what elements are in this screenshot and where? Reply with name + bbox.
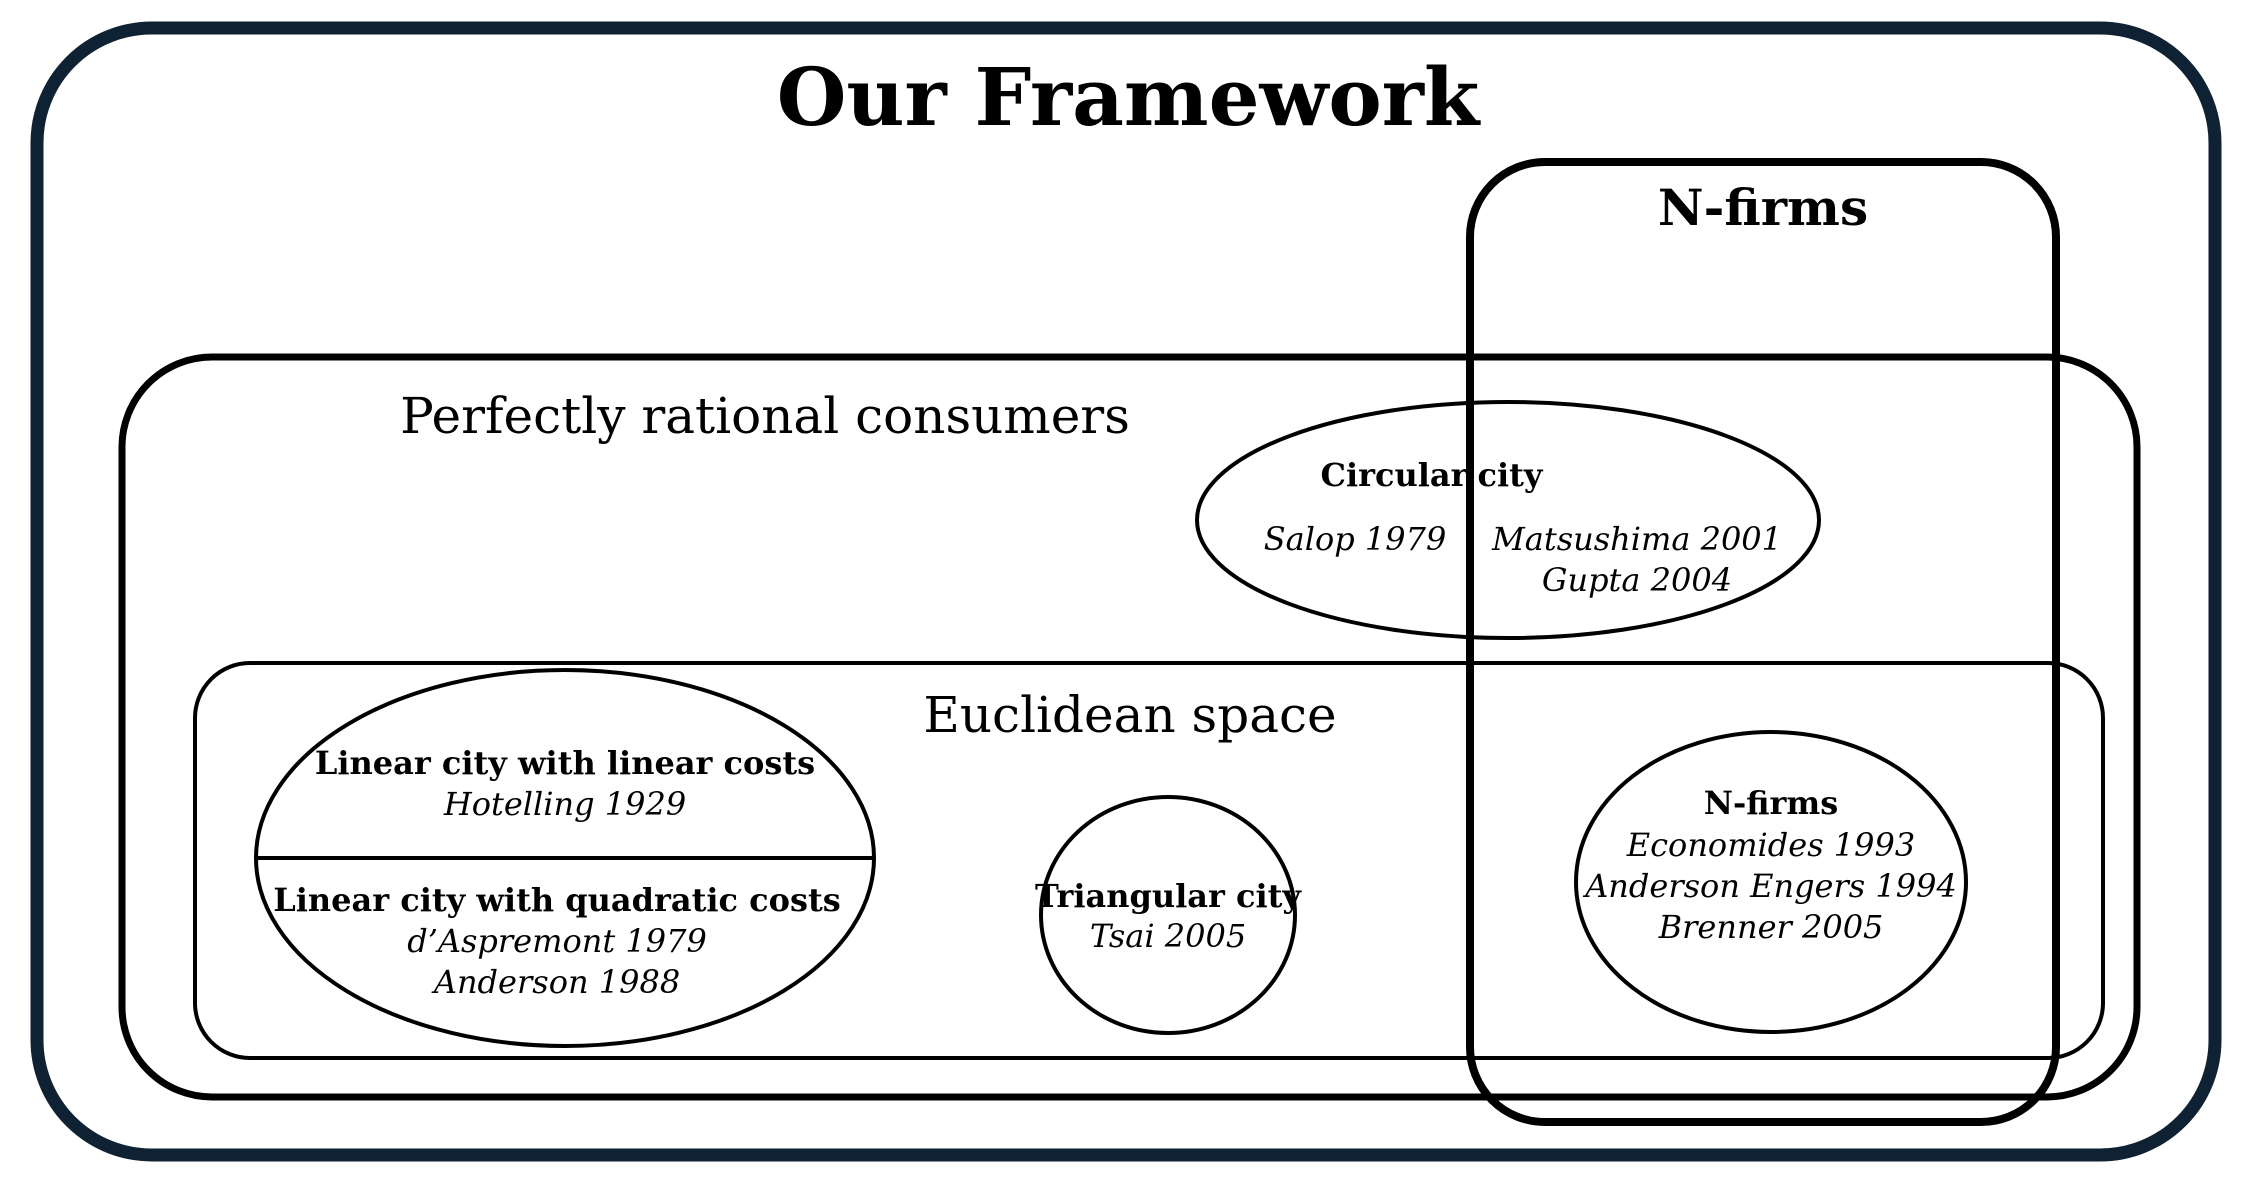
rational-consumers-set	[118, 353, 2141, 1101]
circular-city-ellipse	[1195, 400, 1821, 640]
n-firms-set-label: N-firms	[1658, 178, 1868, 237]
triangular-city-circle	[1039, 795, 1297, 1035]
n-firms-cite-brenner: Brenner 2005	[1658, 908, 1884, 946]
linear-costs-cite-hotelling: Hotelling 1929	[443, 785, 686, 823]
framework-title: Our Framework	[777, 50, 1481, 144]
quadratic-costs-label: Linear city with quadratic costs	[273, 881, 841, 919]
circular-city-label-right: city	[1477, 456, 1543, 494]
circular-city-label-left: Circular	[1321, 456, 1469, 494]
euclidean-space-set	[193, 661, 2105, 1060]
quadratic-costs-cite-daspremont: d’Aspremont 1979	[407, 922, 707, 960]
n-firms-set	[1466, 158, 2060, 1126]
n-firms-circle	[1574, 730, 1968, 1034]
rational-consumers-label: Perfectly rational consumers	[400, 387, 1130, 445]
triangular-city-label: Triangular city	[1035, 877, 1302, 915]
circular-city-cite-matsushima: Matsushima 2001	[1491, 520, 1782, 558]
quadratic-costs-cite-anderson: Anderson 1988	[431, 963, 680, 1001]
linear-costs-label: Linear city with linear costs	[315, 744, 815, 782]
framework-frame	[30, 21, 2222, 1162]
n-firms-cite-anderson-engers: Anderson Engers 1994	[1582, 867, 1957, 905]
euclidean-space-label: Euclidean space	[923, 686, 1336, 744]
circular-city-cite-salop: Salop 1979	[1264, 520, 1447, 558]
circular-city-cite-gupta: Gupta 2004	[1542, 561, 1732, 599]
triangular-city-cite-tsai: Tsai 2005	[1090, 917, 1246, 955]
n-firms-circle-label: N-firms	[1704, 784, 1839, 822]
n-firms-cite-economides: Economides 1993	[1626, 826, 1915, 864]
